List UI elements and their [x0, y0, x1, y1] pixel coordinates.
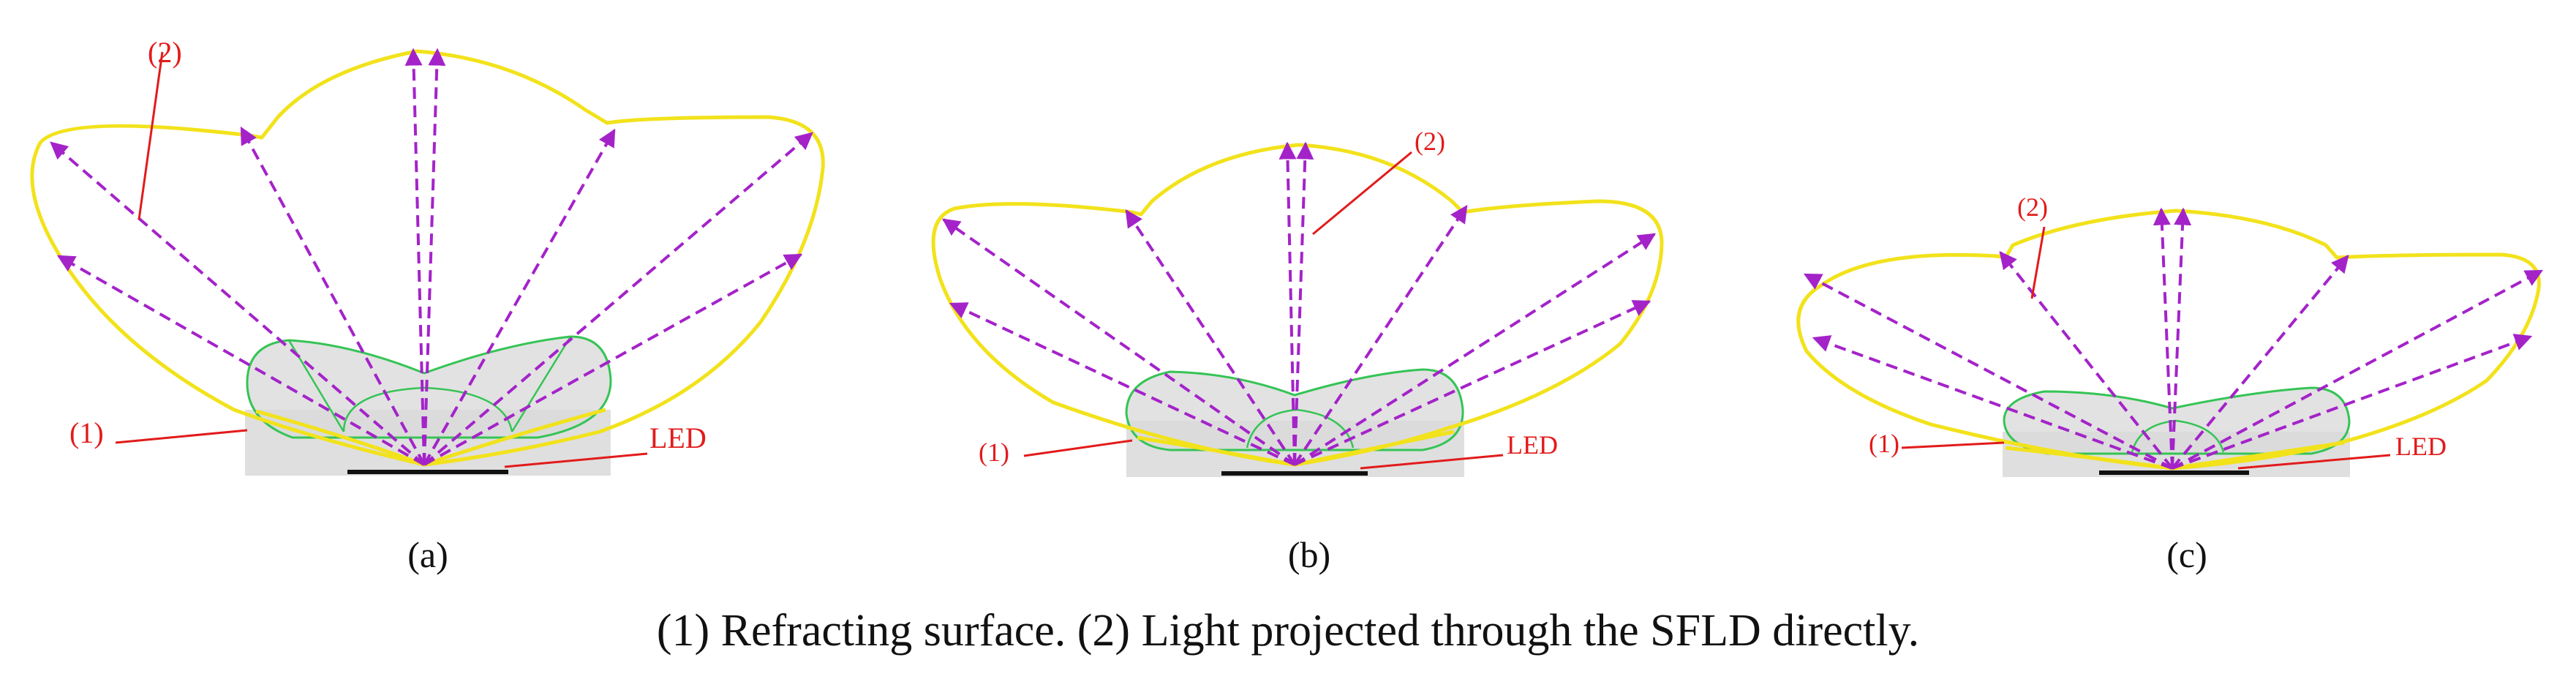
ray-b-8	[1294, 300, 1652, 466]
leader-1-c	[1901, 441, 2005, 449]
ray-c-7	[2172, 269, 2544, 470]
panel-b: (2) (1) LED (b)	[931, 127, 1664, 575]
leader-2-c	[2030, 226, 2046, 299]
figure-caption: (1) Refracting surface. (2) Light projec…	[657, 606, 1919, 656]
leader-2-a	[138, 51, 164, 220]
ray-b-3	[1125, 209, 1296, 466]
ray-a-3	[240, 126, 426, 465]
rays-c	[1803, 207, 2544, 470]
sublabel-a: (a)	[407, 534, 448, 575]
label-1-c: (1)	[1869, 429, 1899, 458]
ray-c-3	[1999, 251, 2174, 470]
light-distribution-curve-c	[1796, 209, 2541, 470]
label-led-a: LED	[649, 421, 707, 454]
sublabel-b: (b)	[1288, 534, 1330, 575]
ray-a-5	[423, 48, 446, 465]
ray-c-6	[2171, 255, 2349, 470]
ray-b-2	[949, 302, 1295, 466]
lens-inner-dome-a	[342, 386, 513, 432]
label-led-b: LED	[1507, 430, 1558, 460]
label-2-c: (2)	[2017, 192, 2048, 222]
label-1-b: (1)	[979, 438, 1009, 467]
panel-c: (2) (1) LED (c)	[1796, 192, 2544, 575]
lens-a	[246, 335, 612, 439]
leader-1-b	[1023, 439, 1133, 457]
label-led-c: LED	[2395, 432, 2447, 461]
ray-c-1	[1803, 273, 2173, 470]
leader-led-a	[504, 452, 648, 468]
leader-2-b	[1312, 151, 1412, 236]
leader-led-c	[2237, 454, 2391, 470]
ray-a-4	[404, 48, 426, 465]
label-2-a: (2)	[148, 36, 182, 69]
rays-a	[50, 48, 813, 466]
ray-c-8	[2172, 334, 2533, 470]
label-1-a: (1)	[69, 416, 104, 449]
light-distribution-curve-b	[931, 143, 1664, 467]
ray-b-1	[942, 218, 1296, 466]
leader-1-a	[115, 429, 248, 444]
ray-c-2	[1812, 335, 2173, 470]
rays-b	[942, 141, 1657, 466]
ray-c-5	[2171, 207, 2192, 469]
lens-inner-edge-right-a	[511, 336, 572, 432]
ray-a-6	[423, 128, 616, 465]
sublabel-c: (c)	[2166, 534, 2207, 575]
panel-a: (2) (1) LED (a)	[30, 36, 825, 575]
leader-led-b	[1360, 454, 1504, 470]
ray-a-7	[423, 132, 813, 466]
ray-a-1	[50, 141, 426, 466]
ray-b-4	[1278, 141, 1297, 465]
lens-inner-dome-c	[2131, 419, 2225, 453]
label-2-b: (2)	[1415, 127, 1445, 156]
ray-c-4	[2153, 207, 2174, 469]
light-distribution-curve-a	[30, 49, 825, 467]
ray-b-6	[1293, 205, 1468, 466]
ray-b-7	[1293, 233, 1657, 466]
ray-a-2	[56, 255, 425, 466]
